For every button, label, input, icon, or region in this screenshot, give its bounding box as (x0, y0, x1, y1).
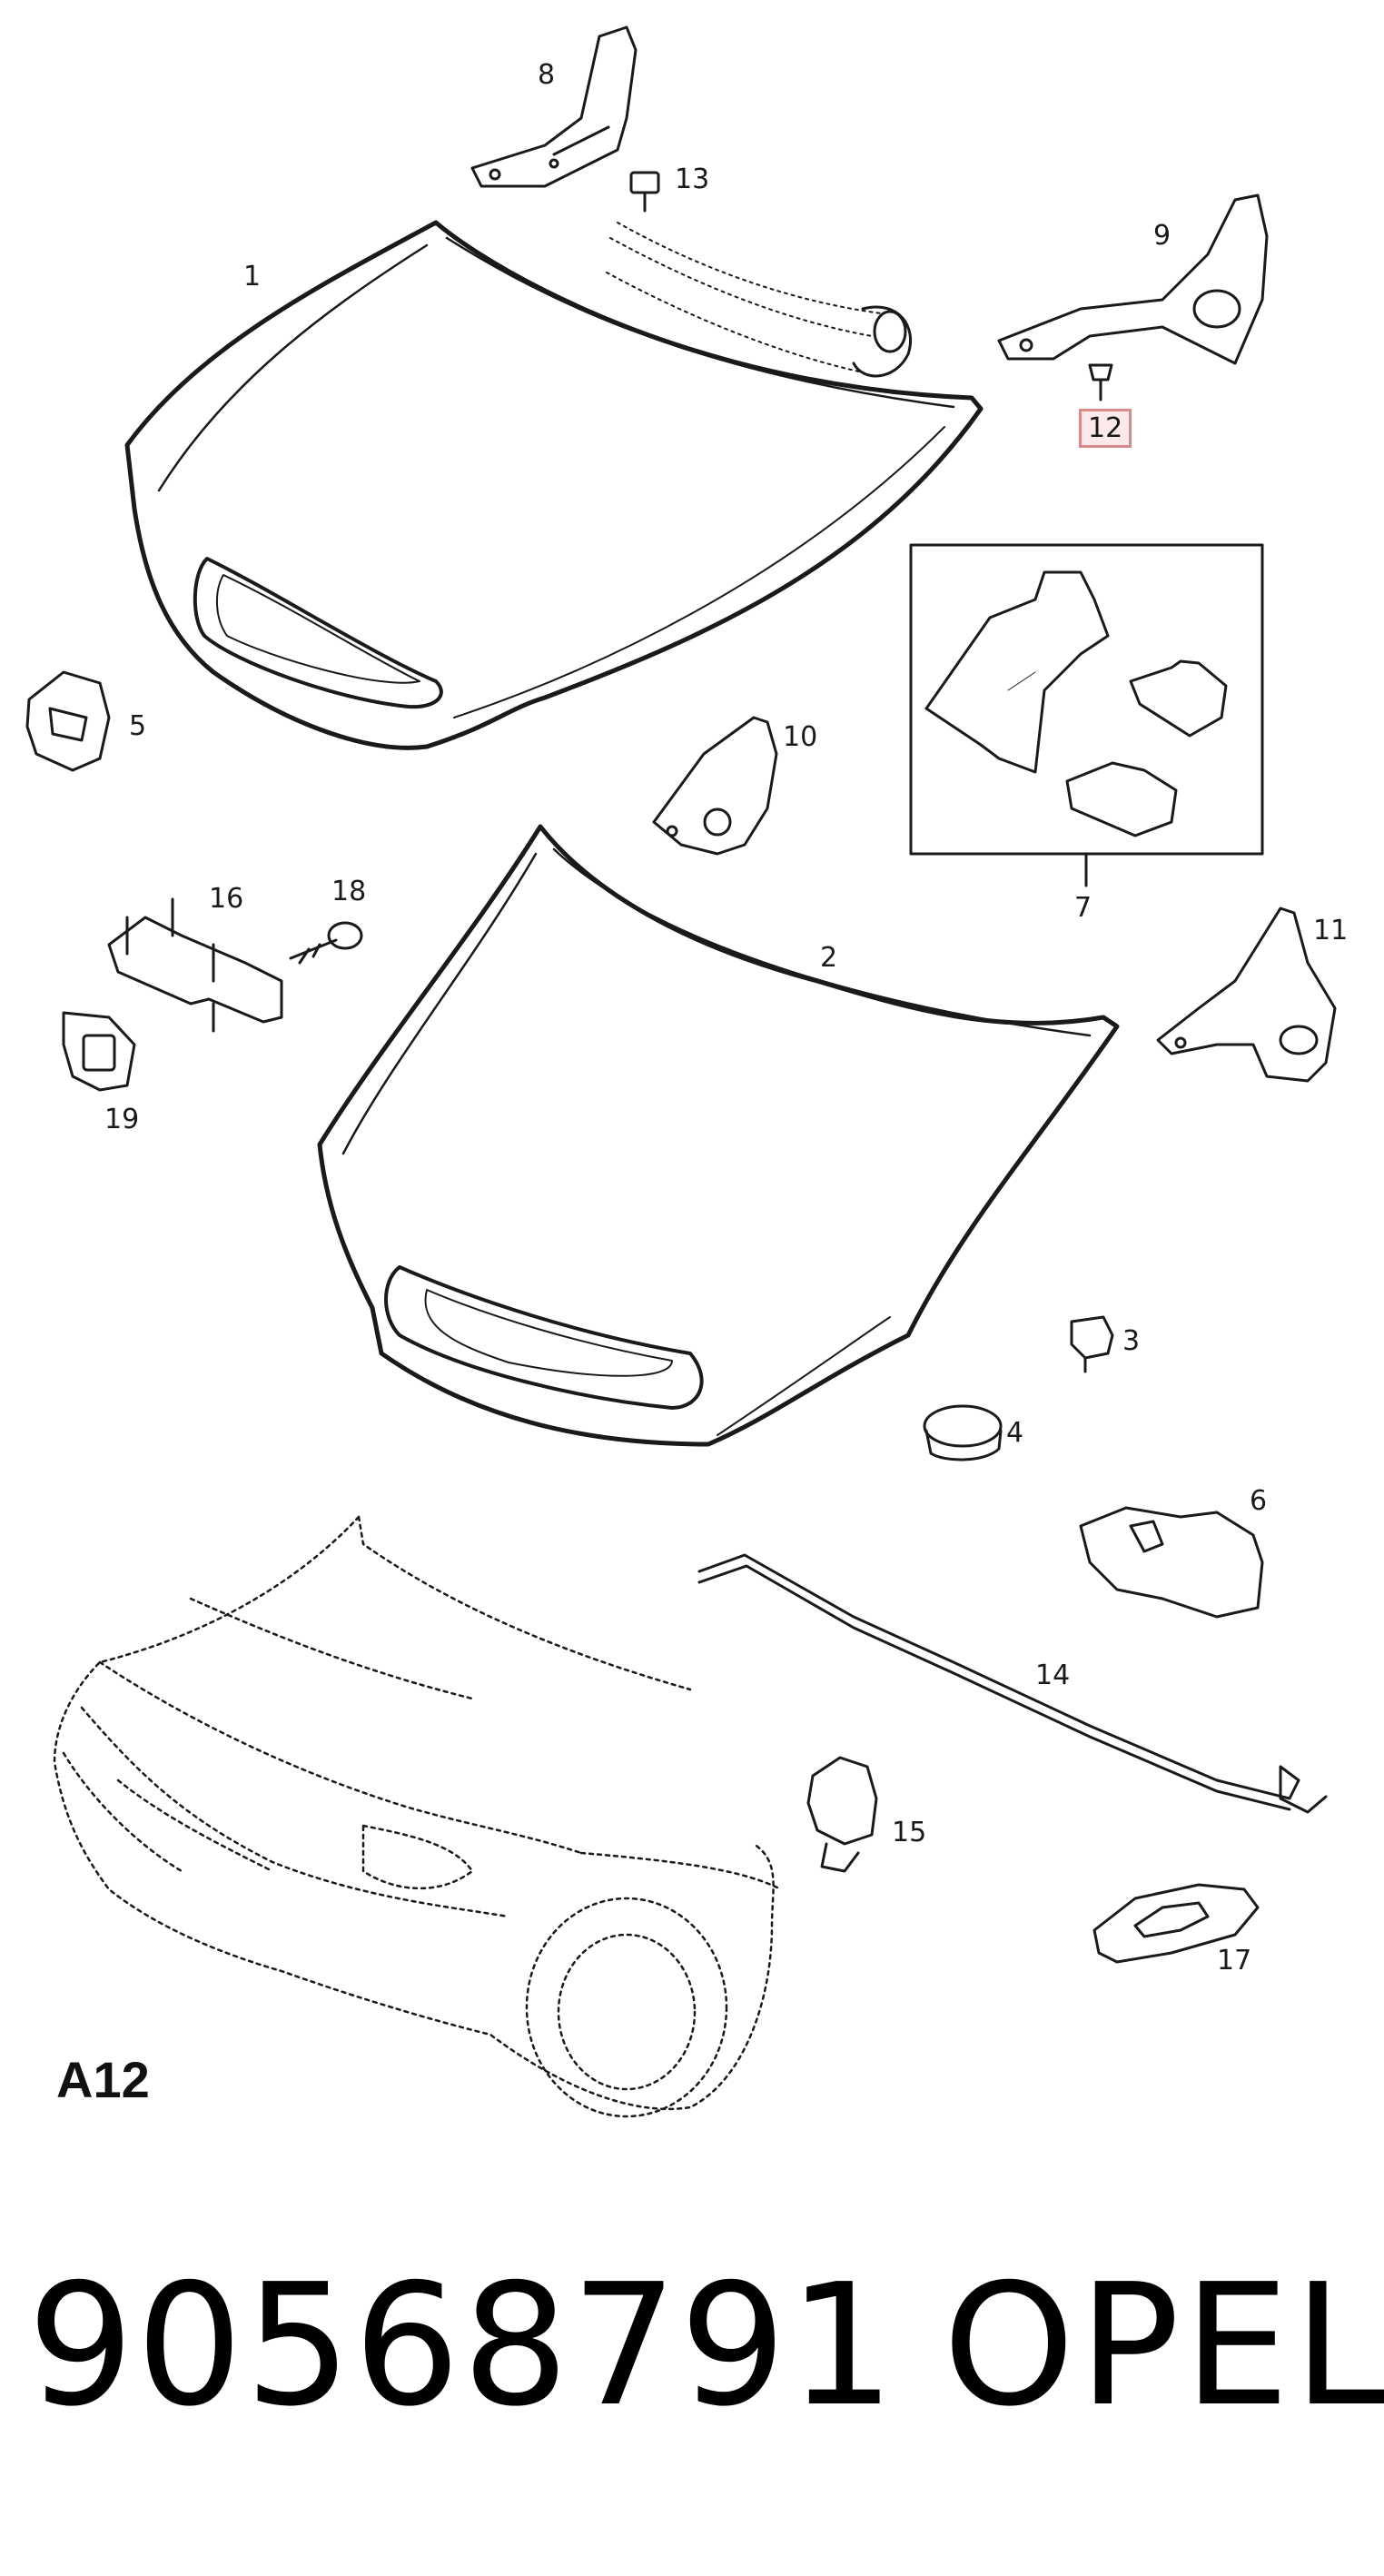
callout-17: 17 (1217, 1945, 1252, 1977)
hood-seal-end (852, 305, 913, 378)
part-11-hinge (1156, 907, 1337, 1083)
part-9-hinge-bracket (997, 193, 1269, 365)
part-15-bumper (806, 1756, 878, 1873)
part-13-bolt (629, 171, 660, 213)
part-number: 90568791 (27, 2247, 897, 2443)
callout-5: 5 (129, 710, 147, 742)
brand-name: OPEL (943, 2247, 1384, 2443)
figure-code: A12 (56, 2051, 150, 2108)
callout-8: 8 (538, 59, 556, 91)
callout-2: 2 (820, 942, 838, 974)
callout-13: 13 (675, 163, 710, 195)
part-14-support-rod (697, 1553, 1328, 1814)
callout-1: 1 (243, 261, 262, 292)
callout-4: 4 (1006, 1417, 1024, 1449)
callout-10: 10 (783, 721, 818, 753)
part-6-latch-cover (1079, 1506, 1264, 1619)
part-17-rubber-pad (1092, 1883, 1260, 1964)
part-10-hinge (652, 716, 778, 856)
part-7-detail-box (909, 543, 1264, 887)
part-3-bump-stop (1070, 1315, 1114, 1373)
callout-3: 3 (1122, 1325, 1141, 1357)
callout-6: 6 (1250, 1485, 1268, 1517)
callout-19: 19 (104, 1104, 140, 1135)
part-5-clip (25, 670, 111, 772)
part-hood-upper (124, 220, 984, 750)
hood-seal (606, 222, 882, 373)
part-8-hinge-bracket (470, 25, 638, 188)
part-16-bracket (107, 897, 283, 1033)
part-4-grommet (923, 1404, 1003, 1461)
car-silhouette (53, 1515, 783, 2118)
callout-14: 14 (1035, 1660, 1071, 1691)
part-18-screw (289, 921, 363, 965)
part-12-bolt (1088, 363, 1113, 401)
callout-15: 15 (892, 1817, 927, 1848)
callout-16: 16 (209, 883, 244, 915)
callout-7: 7 (1074, 892, 1092, 924)
callout-18: 18 (331, 876, 367, 907)
callout-11: 11 (1313, 915, 1349, 946)
part-19-nut-clip (62, 1011, 136, 1092)
part-hood-lower (317, 824, 1120, 1447)
callout-12: 12 (1079, 409, 1132, 448)
callout-9: 9 (1153, 220, 1171, 252)
